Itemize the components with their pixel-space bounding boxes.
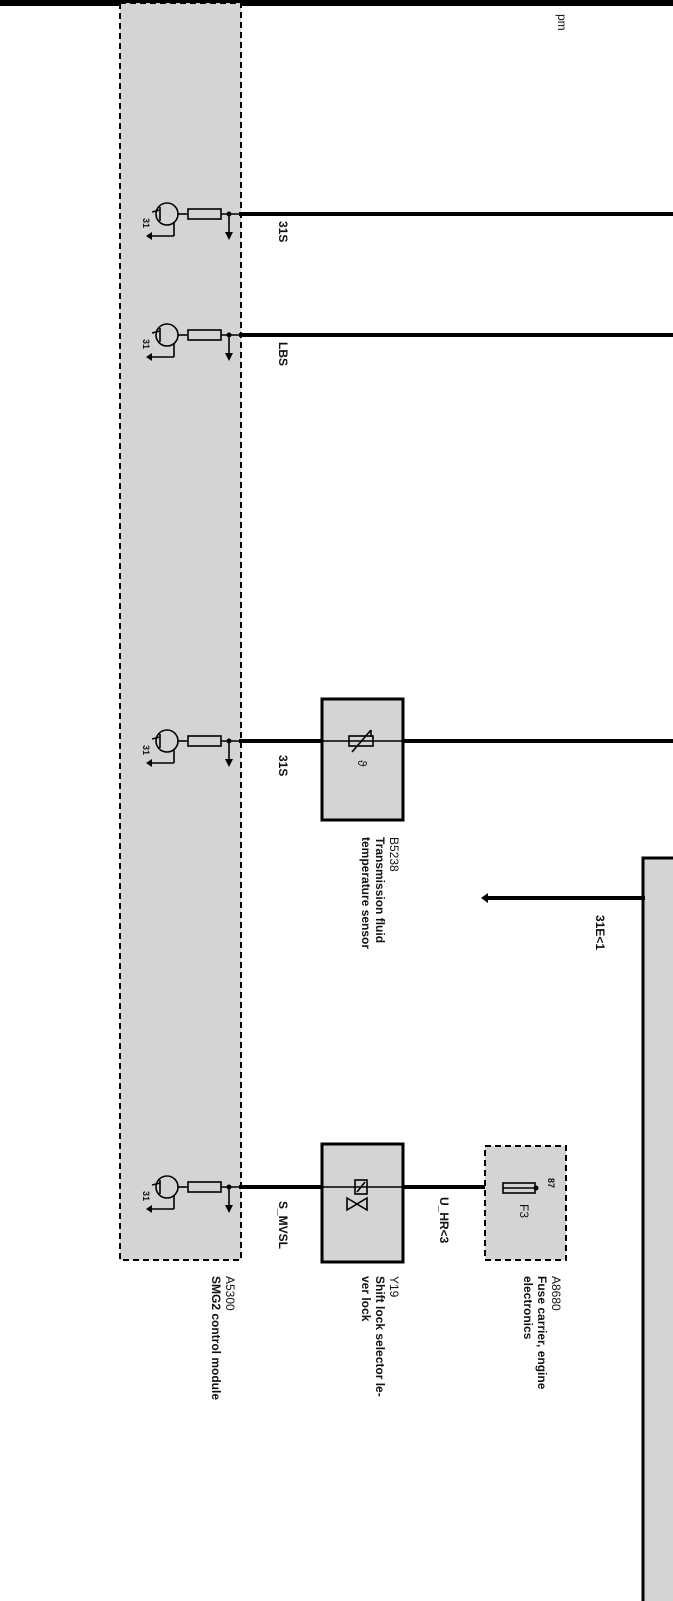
- top-border: [0, 0, 673, 6]
- shift-lock-y19[interactable]: [320, 1142, 405, 1264]
- temp-sensor-name-line2: temperature sensor: [359, 837, 373, 949]
- wire-label-31s-1: 31S: [276, 221, 290, 242]
- fuse-carrier-name-line2: electronics: [521, 1276, 535, 1340]
- fuse-terminal: 87: [546, 1178, 556, 1188]
- fuse-label: F3: [517, 1204, 531, 1218]
- ground-arrow-icon: [481, 893, 488, 903]
- theta-symbol: ϑ: [355, 760, 369, 767]
- wire-label-lbs: LBS: [276, 342, 290, 366]
- fuse-carrier-name-line1: Fuse carrier, engine: [535, 1276, 549, 1390]
- pin-label-2: 31: [141, 339, 151, 349]
- temp-sensor-name-line1: Transmission fluid: [373, 837, 387, 943]
- transistor-output-3: [146, 729, 239, 767]
- temperature-sensor-b5238[interactable]: [320, 697, 405, 822]
- transistor-output-4: [146, 1175, 239, 1213]
- fuse-carrier-id: A8680: [549, 1276, 563, 1311]
- shift-lock-id: Y19: [387, 1276, 401, 1298]
- pin-label-4: 31: [141, 1191, 151, 1201]
- pin-label-3: 31: [141, 745, 151, 755]
- shift-lock-name-line1: Shift lock selector le-: [373, 1276, 387, 1397]
- wire-label-31e-1: 31E<1: [593, 915, 607, 950]
- wire-label-31s-2: 31S: [276, 755, 290, 776]
- transistor-output-1: [146, 202, 239, 240]
- temp-sensor-id: B5238: [387, 837, 401, 872]
- smg2-control-module-box[interactable]: [119, 2, 242, 1261]
- smg2-module-name: SMG2 control module: [209, 1276, 223, 1400]
- transistor-output-2: [146, 323, 239, 361]
- pin-label-1: 31: [141, 218, 151, 228]
- shift-lock-name-line2: ver lock: [359, 1276, 373, 1322]
- fuse-carrier-a8680[interactable]: [484, 1145, 567, 1261]
- ground-bus-box[interactable]: [641, 856, 673, 1601]
- wire-label-s-mvsl: S_MVSL: [276, 1201, 290, 1249]
- wire-label-u-hr: U_HR<3: [437, 1197, 451, 1244]
- top-fragment-text: pm: [555, 14, 569, 31]
- smg2-module-id: A5300: [223, 1276, 237, 1311]
